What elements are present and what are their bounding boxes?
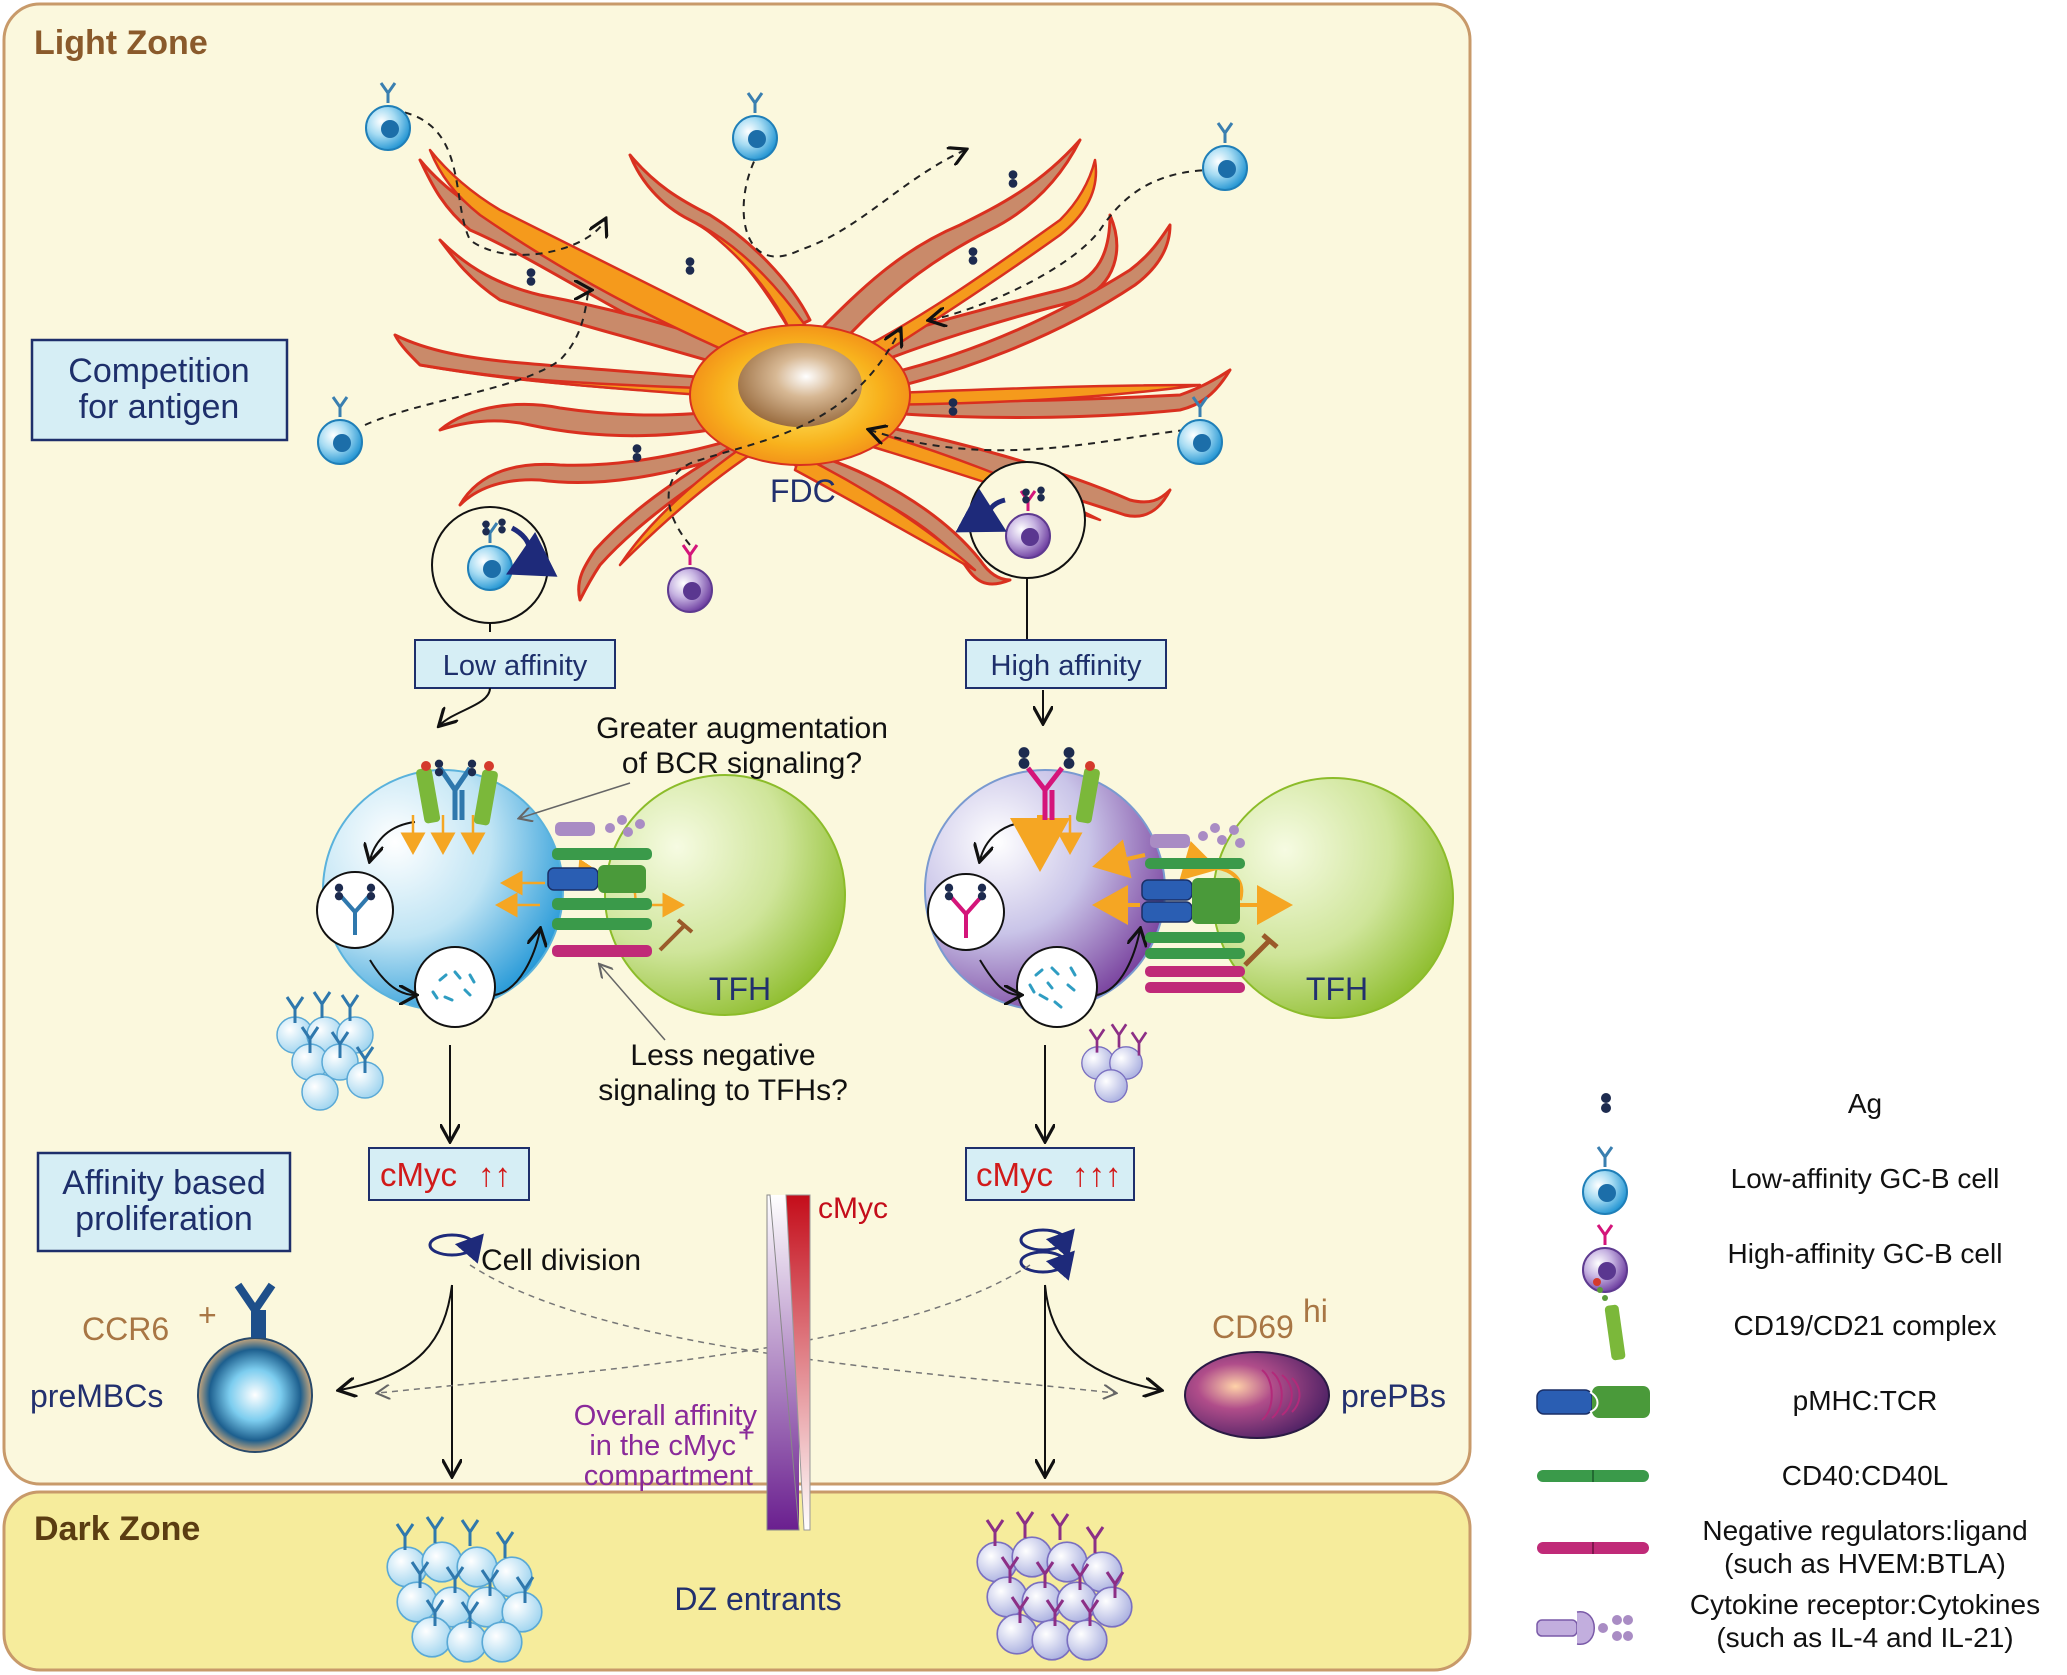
antigen-icon bbox=[1601, 1093, 1611, 1113]
dark-zone-title: Dark Zone bbox=[34, 1510, 200, 1548]
svg-text:Greater augmentation: Greater augmentation bbox=[596, 712, 888, 745]
svg-text:High affinity: High affinity bbox=[991, 650, 1142, 682]
cmyc-low-box: cMyc ↑↑ bbox=[368, 1147, 530, 1201]
affinity-proliferation-box: Affinity based proliferation bbox=[36, 1151, 292, 1253]
right-gcb-cell bbox=[924, 747, 1293, 1028]
less-negative-label: Less negative signaling to TFHs? bbox=[598, 965, 848, 1107]
svg-text:of BCR signaling?: of BCR signaling? bbox=[622, 747, 862, 780]
legend: Ag Low-affinity GC-B cell High-affinity … bbox=[1536, 1088, 2040, 1653]
left-gcb-cell bbox=[316, 759, 694, 1028]
legend-text-cd40: CD40:CD40L bbox=[1782, 1460, 1949, 1491]
overall-affinity-label: Overall affinity in the cMyc + compartme… bbox=[574, 1400, 758, 1492]
cmyc-high-box: cMyc ↑↑↑ bbox=[965, 1147, 1135, 1201]
svg-text:↑↑↑: ↑↑↑ bbox=[1072, 1156, 1122, 1193]
cmyc-gradient-label: cMyc bbox=[818, 1192, 888, 1225]
ccr6-sup: + bbox=[198, 1297, 217, 1333]
low-affinity-cell-icon bbox=[1581, 1145, 1629, 1216]
high-affinity-box: High affinity bbox=[965, 639, 1167, 689]
light-zone-title: Light Zone bbox=[34, 24, 208, 62]
svg-text:for antigen: for antigen bbox=[79, 388, 240, 426]
pmhc-tcr-icon bbox=[1536, 1386, 1650, 1418]
svg-text:Less negative: Less negative bbox=[630, 1039, 815, 1072]
svg-text:TFH: TFH bbox=[1306, 971, 1368, 1007]
legend-text-high: High-affinity GC-B cell bbox=[1728, 1238, 2003, 1269]
dz-entrants-label: DZ entrants bbox=[674, 1581, 841, 1617]
legend-text-cyto-1: Cytokine receptor:Cytokines bbox=[1690, 1589, 2040, 1620]
right-tfh-cell: TFH bbox=[1212, 777, 1454, 1019]
legend-text-cd19: CD19/CD21 complex bbox=[1734, 1310, 1997, 1341]
light-zone bbox=[2, 2, 1472, 1486]
fdc-cell: FDC bbox=[393, 138, 1232, 602]
left-tfh-cell: TFH bbox=[604, 774, 846, 1016]
cell-division-icon-left bbox=[428, 1233, 484, 1264]
legend-text-pmhc: pMHC:TCR bbox=[1793, 1385, 1938, 1416]
cd19-cd21-icon bbox=[1593, 1278, 1626, 1361]
competition-box: Competition for antigen bbox=[30, 338, 289, 442]
svg-text:signaling to TFHs?: signaling to TFHs? bbox=[598, 1074, 848, 1107]
svg-text:Affinity based: Affinity based bbox=[62, 1164, 266, 1202]
cd69-label: CD69 bbox=[1212, 1309, 1294, 1345]
svg-text:cMyc: cMyc bbox=[976, 1156, 1053, 1193]
legend-text-cyto-2: (such as IL-4 and IL-21) bbox=[1716, 1622, 2013, 1653]
low-affinity-box: Low affinity bbox=[414, 639, 616, 689]
svg-text:cMyc: cMyc bbox=[380, 1156, 457, 1193]
svg-text:compartment: compartment bbox=[584, 1460, 753, 1492]
high-affinity-cell-icon bbox=[1581, 1223, 1629, 1294]
legend-text-neg-2: (such as HVEM:BTLA) bbox=[1724, 1548, 2006, 1579]
svg-text:Competition: Competition bbox=[68, 352, 249, 390]
prepb-cell bbox=[1184, 1351, 1330, 1439]
svg-text:Overall affinity: Overall affinity bbox=[574, 1400, 758, 1432]
fdc-nucleus bbox=[738, 343, 862, 427]
svg-text:Low affinity: Low affinity bbox=[443, 650, 588, 682]
low-binding-inset bbox=[431, 506, 558, 632]
svg-text:+: + bbox=[738, 1417, 755, 1449]
ccr6-label: CCR6 bbox=[82, 1311, 169, 1347]
prepbs-label: prePBs bbox=[1341, 1378, 1446, 1414]
negative-regulator-icon bbox=[1537, 1542, 1649, 1554]
svg-text:proliferation: proliferation bbox=[75, 1200, 253, 1238]
legend-text-low: Low-affinity GC-B cell bbox=[1731, 1163, 2000, 1194]
legend-text-ag: Ag bbox=[1848, 1088, 1882, 1119]
cytokine-receptor-icon bbox=[1536, 1611, 1633, 1645]
svg-text:in the cMyc: in the cMyc bbox=[589, 1430, 736, 1462]
cd40-icon bbox=[1537, 1470, 1649, 1482]
greater-augmentation-label: Greater augmentation of BCR signaling? bbox=[520, 712, 888, 818]
svg-text:↑↑: ↑↑ bbox=[478, 1156, 511, 1193]
svg-text:TFH: TFH bbox=[709, 971, 771, 1007]
cmyc-gradient bbox=[785, 1194, 811, 1531]
cell-division-icon-right bbox=[1019, 1228, 1075, 1281]
cd69-sup: hi bbox=[1303, 1293, 1328, 1329]
fdc-label: FDC bbox=[770, 473, 836, 509]
cell-division-label: Cell division bbox=[481, 1244, 641, 1277]
prembc-cell bbox=[197, 1282, 313, 1453]
prembcs-label: preMBCs bbox=[30, 1378, 163, 1414]
legend-text-neg-1: Negative regulators:ligand bbox=[1702, 1515, 2027, 1546]
high-binding-inset bbox=[955, 461, 1086, 640]
